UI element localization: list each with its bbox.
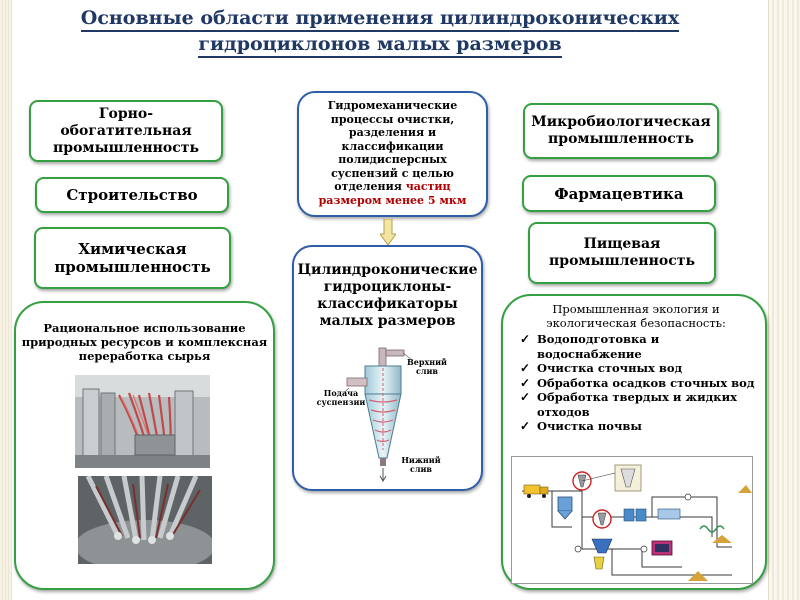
box-pharmaceutics: Фармацевтика <box>522 175 716 212</box>
hydrocyclone-title-1: Цилиндроконические <box>297 262 478 278</box>
list-item: Очистка почвы <box>520 419 755 434</box>
mining-line-1: Горно- <box>98 105 154 122</box>
lower-drain-line-1: Нижний <box>401 455 441 465</box>
process-line-2: процессы очистки, <box>330 112 455 126</box>
box-mining-industry: Горно- обогатительная промышленность <box>29 100 223 162</box>
rational-line-2: природных ресурсов и комплексная <box>21 335 268 349</box>
particles-highlight: частиц <box>405 180 451 193</box>
box-hydromechanical-processes: Гидромеханические процессы очистки, разд… <box>297 91 488 217</box>
mining-line-3: промышленность <box>53 139 199 156</box>
hydrocyclone-title-4: малых размеров <box>319 313 456 329</box>
upper-drain-line-2: слив <box>415 366 438 376</box>
process-line-4: классификации <box>341 139 444 153</box>
process-line-7: отделения частиц <box>299 180 486 194</box>
title-line-1: Основные области применения цилиндрокони… <box>80 6 680 32</box>
process-line-5: полидисперсных <box>338 153 447 166</box>
process-line-1: Гидромеханические <box>327 99 458 112</box>
ecology-heading: Промышленная экология и экологическая бе… <box>517 302 755 330</box>
slide-title: Основные области применения цилиндрокони… <box>60 6 700 58</box>
box-food-industry: Пищевая промышленность <box>528 222 716 284</box>
lower-drain-label: Нижний слив <box>399 456 443 474</box>
lower-drain-line-2: слив <box>409 464 432 474</box>
right-decorative-strip <box>768 0 800 600</box>
construction-label: Строительство <box>66 186 198 204</box>
process-flow-drawing <box>522 464 752 581</box>
left-decorative-strip <box>0 0 12 600</box>
title-line-2: гидроциклонов малых размеров <box>198 32 562 58</box>
upper-drain-label: Верхний слив <box>405 358 449 376</box>
ecology-list: Водоподготовка и водоснабжение Очистка с… <box>517 332 755 434</box>
hydrocyclone-drawing <box>342 347 412 482</box>
particle-size-highlight: размером менее 5 мкм <box>318 193 467 207</box>
down-arrow-icon <box>380 219 396 245</box>
box-microbiology-industry: Микробиологическая промышленность <box>523 103 719 159</box>
cyclone-closeup-photo <box>78 476 212 564</box>
list-item: Обработка твердых и жидких отходов <box>520 390 755 419</box>
rational-line-3: переработка сырья <box>78 349 211 363</box>
ecology-content: Промышленная экология и экологическая бе… <box>503 296 765 434</box>
microbiology-line-2: промышленность <box>548 131 694 147</box>
box-chemical-industry: Химическая промышленность <box>34 227 231 289</box>
list-item: Обработка осадков сточных вод <box>520 376 755 391</box>
rational-line-1: Рациональное использование <box>43 321 246 335</box>
process-line-3: разделения и <box>348 126 437 139</box>
chemical-line-1: Химическая <box>78 240 187 258</box>
rational-resources-text: Рациональное использование природных рес… <box>16 303 273 363</box>
upper-drain-line-1: Верхний <box>407 357 447 367</box>
ecology-heading-1: Промышленная экология и <box>552 302 720 316</box>
list-item: Водоподготовка и водоснабжение <box>520 332 755 361</box>
hydrocyclone-title-3: классификаторы <box>317 296 458 312</box>
food-line-2: промышленность <box>549 253 695 269</box>
hydrocyclone-title-2: гидроциклоны- <box>323 279 452 295</box>
pharmaceutics-label: Фармацевтика <box>554 184 684 203</box>
treatment-process-diagram <box>511 456 753 584</box>
list-item: Очистка сточных вод <box>520 361 755 376</box>
process-line-6: суспензий с целью <box>331 166 454 180</box>
chemical-line-2: промышленность <box>54 258 211 276</box>
box-construction: Строительство <box>35 177 229 213</box>
feed-line-2: суспензии <box>316 397 366 407</box>
process-line-7-text: отделения <box>334 180 406 193</box>
cyclone-battery-photo <box>75 375 210 468</box>
feed-line-1: Подача <box>323 388 359 398</box>
ecology-heading-2: экологическая безопасность: <box>546 316 726 330</box>
mining-line-2: обогатительная <box>60 122 192 139</box>
microbiology-line-1: Микробиологическая <box>531 114 711 130</box>
cyclone-battery-image <box>75 375 210 468</box>
cyclone-closeup-image <box>78 476 212 564</box>
feed-label: Подача суспензии <box>315 389 367 407</box>
hydrocyclone-schematic: Верхний слив Подача суспензии Нижний сли… <box>313 338 467 486</box>
hydrocyclones-title: Цилиндроконические гидроциклоны- классиф… <box>294 247 481 330</box>
food-line-1: Пищевая <box>583 236 661 252</box>
